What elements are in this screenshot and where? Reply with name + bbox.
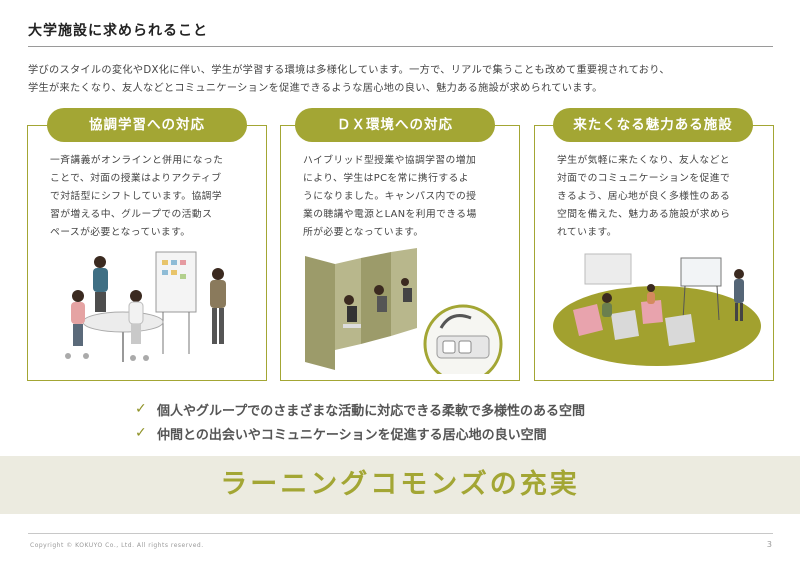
card-description: ハイブリッド型授業や協調学習の増加 により、学生はPCを常に携行するよ うになり… [303, 152, 503, 242]
lawn-lounge-illustration [553, 253, 761, 366]
intro-line-1: 学びのスタイルの変化やDX化に伴い、学生が学習する環境は多様化しています。一方で… [28, 65, 670, 76]
card-text-line: ハイブリッド型授業や協調学習の増加 [303, 155, 477, 166]
check-icon: ✓ [135, 425, 147, 441]
tab-dx-environment: ＤＸ環境への対応 [295, 108, 495, 142]
card-text-line: 習が増える中、グループでの活動ス [50, 209, 213, 220]
card-text-line: うになりました。キャンパス内での授 [303, 191, 477, 202]
check-icon: ✓ [135, 401, 147, 417]
tab-collaborative-learning: 協調学習への対応 [47, 108, 247, 142]
card-description: 学生が気軽に来たくなり、友人などと 対面でのコミュニケーションを促進で きるよう… [557, 152, 757, 242]
card-dx-environment: ハイブリッド型授業や協調学習の増加 により、学生はPCを常に携行するよ うになり… [280, 125, 520, 381]
card-text-line: 所が必要となっています。 [303, 227, 424, 238]
card-text-line: 一斉講義がオンラインと併用になった [50, 155, 224, 166]
requirements-checklist: ✓ 個人やグループでのさまざまな活動に対応できる柔軟で多様性のある空間 ✓ 仲間… [135, 397, 585, 445]
checklist-item-text: 仲間との出会いやコミュニケーションを促進する居心地の良い空間 [157, 427, 547, 443]
card-attractive-facility: 学生が気軽に来たくなり、友人などと 対面でのコミュニケーションを促進で きるよう… [534, 125, 774, 381]
conclusion-banner: ラーニングコモンズの充実 [0, 456, 800, 514]
card-text-line: により、学生はPCを常に携行するよ [303, 173, 469, 184]
card-text-line: 空間を備えた、魅力ある施設が求めら [557, 209, 731, 220]
page-title: 大学施設に求められること [28, 23, 208, 39]
checklist-item: ✓ 仲間との出会いやコミュニケーションを促進する居心地の良い空間 [135, 421, 585, 445]
page-number: 3 [766, 540, 772, 549]
card-text-line: で対話型にシフトしています。協調学 [50, 191, 223, 202]
card-text-line: きるよう、居心地が良く多様性のある [557, 191, 731, 202]
card-text-line: れています。 [557, 227, 617, 238]
copyright-notice: Copyright © KOKUYO Co., Ltd. All rights … [30, 542, 204, 549]
card-text-line: 業の聴講や電源とLANを利用できる場 [303, 209, 477, 220]
collaborative-learning-illustration [65, 251, 226, 362]
intro-line-2: 学生が来たくなり、友人などとコミュニケーションを促進できるような居心地の良い、魅… [28, 83, 603, 94]
card-collaborative-learning: 一斉講義がオンラインと併用になった ことで、対面の授業はよりアクティブ で対話型… [27, 125, 267, 381]
title-divider [28, 46, 773, 47]
footer-divider [28, 533, 773, 534]
checklist-item-text: 個人やグループでのさまざまな活動に対応できる柔軟で多様性のある空間 [157, 403, 585, 419]
tab-attractive-facility: 来たくなる魅力ある施設 [553, 108, 753, 142]
card-text-line: 対面でのコミュニケーションを促進で [557, 173, 731, 184]
card-text-line: ペースが必要となっています。 [50, 227, 191, 238]
card-description: 一斉講義がオンラインと併用になった ことで、対面の授業はよりアクティブ で対話型… [50, 152, 250, 242]
card-text-line: 学生が気軽に来たくなり、友人などと [557, 155, 730, 166]
study-booths-illustration [305, 248, 503, 374]
banner-headline: ラーニングコモンズの充実 [220, 469, 580, 500]
intro-paragraph: 学びのスタイルの変化やDX化に伴い、学生が学習する環境は多様化しています。一方で… [28, 62, 778, 98]
card-text-line: ことで、対面の授業はよりアクティブ [50, 173, 222, 184]
checklist-item: ✓ 個人やグループでのさまざまな活動に対応できる柔軟で多様性のある空間 [135, 397, 585, 421]
